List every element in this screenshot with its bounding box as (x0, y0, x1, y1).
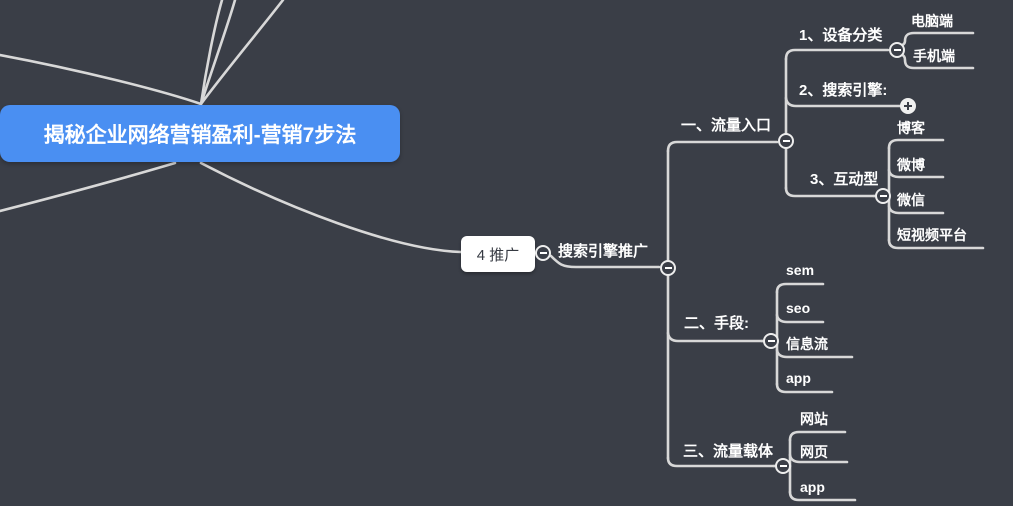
minus-icon (767, 340, 775, 342)
collapse-handle-sem-promotion[interactable] (660, 260, 676, 276)
node-seo[interactable]: seo (786, 300, 811, 316)
collapse-handle-interactive[interactable] (875, 188, 891, 204)
edge-website (788, 430, 847, 442)
minus-icon (782, 140, 790, 142)
collapse-handle-entry[interactable] (778, 133, 794, 149)
node-app-carrier[interactable]: app (800, 479, 825, 495)
node-carrier[interactable]: 三、流量载体 (683, 443, 774, 460)
node-blog[interactable]: 博客 (897, 120, 925, 136)
edge-blog (887, 138, 945, 150)
collapse-handle-device[interactable] (889, 42, 905, 58)
node-promotion-label: 4 推广 (476, 246, 520, 264)
edge-offscreen-up-3 (199, 0, 285, 106)
edge-sem (775, 282, 825, 294)
collapse-handle-promotion[interactable] (535, 245, 551, 261)
node-app-method[interactable]: app (786, 370, 811, 386)
collapse-handle-methods[interactable] (763, 333, 779, 349)
root-topic-label: 揭秘企业网络营销盈利-营销7步法 (43, 123, 357, 147)
node-entry[interactable]: 一、流量入口 (681, 117, 772, 134)
edge-app-carrier (788, 490, 857, 502)
edge-short-video (887, 238, 985, 250)
edge-weibo (887, 168, 945, 179)
node-search-engine[interactable]: 2、搜索引擎: (799, 82, 888, 99)
node-promotion[interactable]: 4 推广 (461, 236, 535, 272)
node-mobile[interactable]: 手机端 (913, 48, 955, 64)
edge-branch-carrier (666, 456, 776, 468)
minus-icon (664, 267, 672, 269)
node-device[interactable]: 1、设备分类 (799, 27, 883, 44)
edge-webpage (788, 453, 849, 464)
edge-branch-entry (666, 140, 779, 153)
node-methods[interactable]: 二、手段: (684, 315, 749, 332)
edge-search-engine (784, 96, 902, 108)
minus-icon (893, 49, 901, 51)
edge-offscreen-up-1 (199, 0, 224, 106)
edge-offscreen-left-bottom (0, 161, 177, 213)
node-wechat[interactable]: 微信 (897, 192, 925, 208)
edge-pc (896, 31, 975, 49)
node-webpage[interactable]: 网页 (800, 444, 828, 460)
edge-wechat (887, 204, 945, 215)
node-interactive[interactable]: 3、互动型 (810, 171, 879, 188)
edge-root-promotion (199, 161, 463, 254)
edge-promotion-sem (549, 254, 661, 269)
minus-icon (539, 252, 547, 254)
node-website[interactable]: 网站 (800, 411, 828, 427)
node-weibo[interactable]: 微博 (897, 157, 925, 173)
edge-feed (775, 348, 854, 359)
node-feed[interactable]: 信息流 (786, 336, 828, 352)
edge-offscreen-left-top (0, 53, 203, 106)
edge-offscreen-up-2 (199, 0, 237, 106)
edge-interactive (784, 186, 876, 198)
edge-device (784, 48, 890, 61)
collapse-handle-carrier[interactable] (775, 458, 791, 474)
node-sem-promotion[interactable]: 搜索引擎推广 (558, 243, 649, 260)
node-sem[interactable]: sem (786, 262, 815, 278)
minus-icon (879, 195, 887, 197)
expand-handle-search-engine[interactable] (900, 98, 916, 114)
edge-app-method (775, 382, 834, 394)
plus-icon (904, 102, 912, 110)
edge-seo (775, 313, 825, 324)
node-short-video[interactable]: 短视频平台 (897, 227, 967, 243)
edge-branch-methods (666, 331, 764, 343)
root-topic[interactable]: 揭秘企业网络营销盈利-营销7步法 (0, 105, 400, 162)
minus-icon (779, 465, 787, 467)
node-pc[interactable]: 电脑端 (911, 13, 953, 29)
